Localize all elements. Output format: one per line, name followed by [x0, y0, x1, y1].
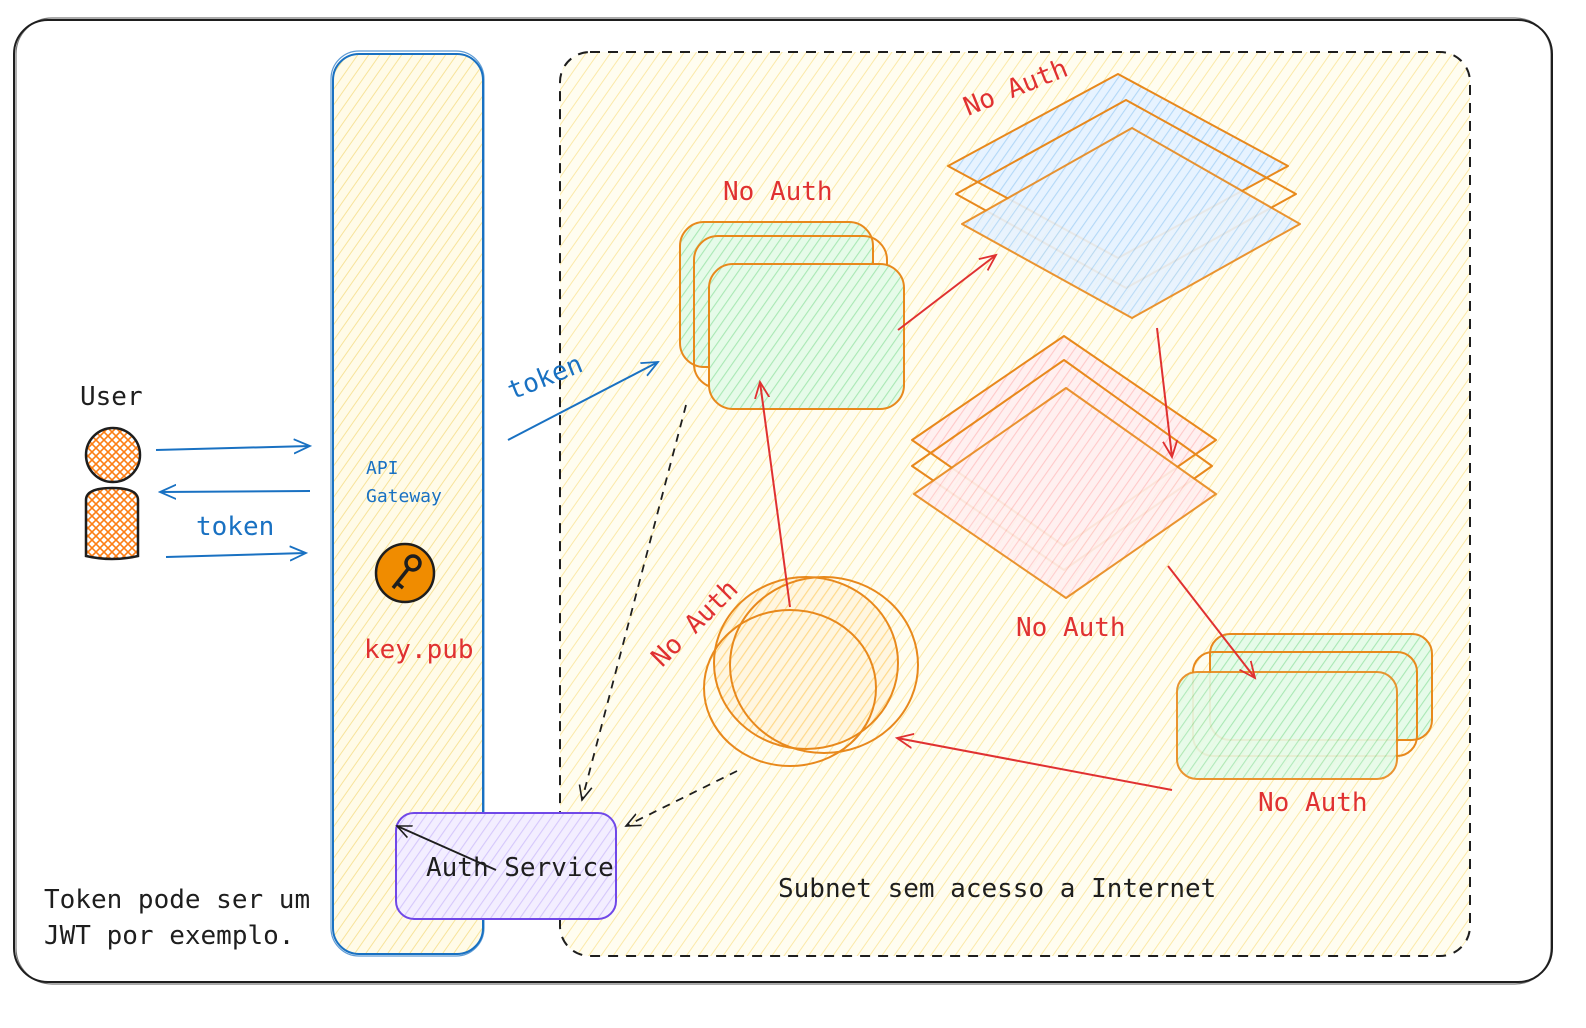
key-icon	[374, 542, 436, 604]
arrow-gateway-to-user	[160, 491, 311, 492]
service-circle-orange	[703, 576, 919, 767]
api-gateway-label-line2: Gateway	[366, 486, 442, 507]
arrow-blue-diamond-to-red-diamond	[1156, 327, 1172, 457]
arrow-user-token-to-gateway	[165, 553, 306, 557]
api-gateway-label-line1: API	[366, 458, 399, 479]
service-top-green	[679, 221, 905, 410]
arrow-green-to-blue-diamond	[897, 255, 996, 331]
no-auth-label-top: No Auth	[723, 177, 833, 207]
no-auth-label-rect-bottom: No Auth	[1258, 788, 1368, 818]
arrow-gateway-token-to-service	[507, 362, 658, 441]
footnote-line1: Token pode ser um	[44, 885, 310, 915]
api-gateway-box-sketch	[330, 50, 485, 957]
user-icon	[84, 426, 142, 561]
auth-service-label: Auth Service	[426, 853, 614, 883]
no-auth-label-diamond-red: No Auth	[1016, 613, 1126, 643]
footnote-line2: JWT por exemplo.	[44, 921, 294, 951]
subnet-label: Subnet sem acesso a Internet	[778, 874, 1216, 904]
auth-service-box	[395, 812, 617, 920]
arrow-auth-to-gateway	[397, 825, 497, 871]
service-diamond-blue	[947, 73, 1301, 319]
token-label-user: token	[196, 512, 274, 542]
arrow-bottom-green-to-circle	[897, 738, 1173, 791]
arrow-circle-to-auth-dashed	[626, 770, 738, 826]
arrow-red-diamond-to-bottom-green	[1167, 565, 1255, 678]
api-gateway-box	[332, 53, 484, 955]
arrow-circle-to-top-green	[760, 382, 791, 608]
service-diamond-red	[911, 335, 1217, 599]
service-bottom-green	[1176, 633, 1433, 780]
arrow-user-to-gateway	[155, 446, 310, 450]
user-label: User	[80, 382, 143, 412]
outer-frame-sketch	[15, 17, 1552, 985]
key-pub-label: key.pub	[364, 635, 474, 665]
